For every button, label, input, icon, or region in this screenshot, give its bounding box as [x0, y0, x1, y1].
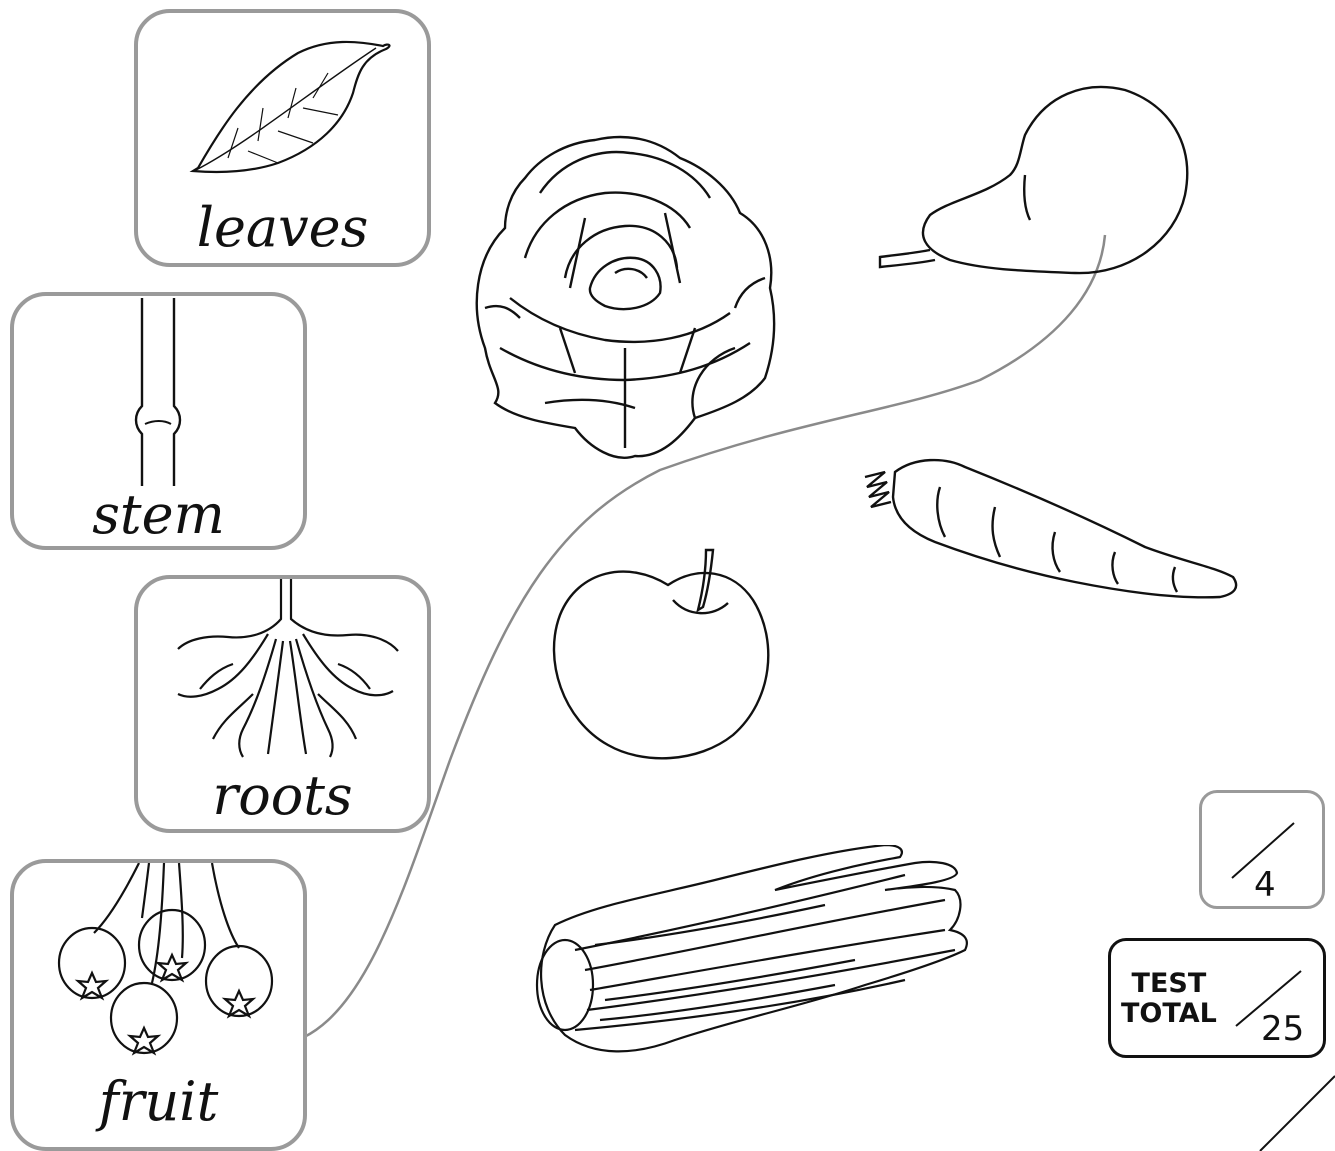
score-max: 4: [1254, 865, 1276, 905]
test-total-box[interactable]: TEST TOTAL 25: [1108, 938, 1326, 1058]
cabbage-icon[interactable]: [465, 118, 785, 468]
roots-card[interactable]: roots: [134, 575, 431, 833]
pear-icon[interactable]: [875, 75, 1205, 275]
apple-icon[interactable]: [548, 545, 788, 775]
fruit-card[interactable]: fruit: [10, 859, 307, 1151]
page-corner-line: [1255, 1071, 1335, 1151]
test-total-max: 25: [1261, 1009, 1304, 1049]
score-box[interactable]: 4: [1199, 790, 1325, 909]
fruit-label: fruit: [14, 1075, 303, 1129]
leaves-card[interactable]: leaves: [134, 9, 431, 267]
stem-card[interactable]: stem: [10, 292, 307, 550]
celery-icon[interactable]: [525, 845, 975, 1060]
roots-icon: [138, 579, 428, 779]
roots-label: roots: [138, 769, 427, 823]
leaves-label: leaves: [138, 201, 427, 255]
berries-icon: [14, 863, 304, 1073]
stem-icon: [14, 296, 304, 496]
carrot-icon[interactable]: [855, 452, 1245, 612]
leaf-icon: [138, 13, 428, 213]
stem-label: stem: [14, 488, 303, 542]
